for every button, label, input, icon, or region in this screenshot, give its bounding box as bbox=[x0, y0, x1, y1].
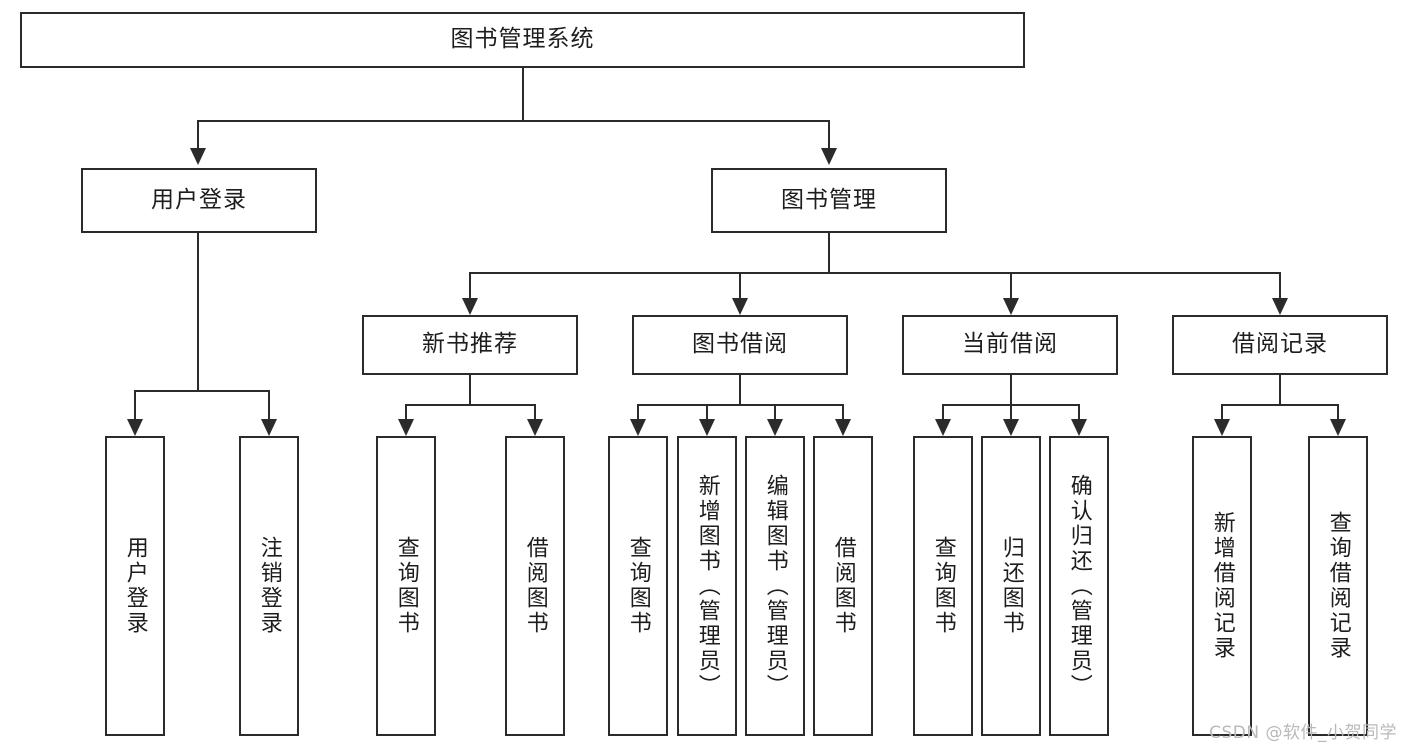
arrowhead-to-leaf-edit-book bbox=[767, 419, 783, 436]
arrowhead-to-leaf-query-book-2 bbox=[630, 419, 646, 436]
node-label: 用户登录 bbox=[151, 186, 247, 213]
connector-current-borrow-drop-2 bbox=[1010, 404, 1012, 419]
leaf-query-book-current[interactable]: 查询图书 bbox=[913, 436, 973, 736]
connector-level3-drop-3 bbox=[1010, 272, 1012, 298]
arrowhead-to-book-management bbox=[821, 148, 837, 165]
connector-borrow-record-stem bbox=[1279, 375, 1281, 406]
connector-current-borrow-drop-3 bbox=[1078, 404, 1080, 419]
node-label: 借阅记录 bbox=[1232, 331, 1328, 358]
connector-book-management-stem bbox=[828, 233, 830, 274]
node-current-borrow[interactable]: 当前借阅 bbox=[902, 315, 1118, 375]
leaf-user-login[interactable]: 用户登录 bbox=[105, 436, 165, 736]
connector-level2-drop-left bbox=[197, 120, 199, 148]
arrowhead-to-borrow-record bbox=[1272, 298, 1288, 315]
leaf-query-book-recommend[interactable]: 查询图书 bbox=[376, 436, 436, 736]
leaf-label: 注销登录 bbox=[256, 536, 282, 636]
connector-level2-drop-right bbox=[828, 120, 830, 148]
arrowhead-to-leaf-user-login bbox=[127, 419, 143, 436]
connector-borrow-record-drop-1 bbox=[1221, 404, 1223, 419]
leaf-logout[interactable]: 注销登录 bbox=[239, 436, 299, 736]
leaf-label: 编辑图书（管理员） bbox=[762, 473, 788, 699]
node-book-borrow[interactable]: 图书借阅 bbox=[632, 315, 848, 375]
leaf-edit-book-admin[interactable]: 编辑图书（管理员） bbox=[745, 436, 805, 736]
node-label: 图书管理系统 bbox=[450, 26, 595, 53]
connector-level3-drop-4 bbox=[1279, 272, 1281, 298]
node-book-management[interactable]: 图书管理 bbox=[711, 168, 947, 233]
connector-new-book-drop-1 bbox=[405, 404, 407, 419]
leaf-add-book-admin[interactable]: 新增图书（管理员） bbox=[677, 436, 737, 736]
connector-level3-drop-2 bbox=[739, 272, 741, 298]
connector-borrow-record-bus bbox=[1221, 404, 1339, 406]
arrowhead-to-leaf-confirm-return bbox=[1071, 419, 1087, 436]
connector-book-borrow-drop-1 bbox=[637, 404, 639, 419]
arrowhead-to-leaf-query-book-3 bbox=[935, 419, 951, 436]
connector-root-stem bbox=[522, 68, 524, 122]
arrowhead-to-leaf-query-record bbox=[1330, 419, 1346, 436]
connector-current-borrow-stem bbox=[1010, 375, 1012, 406]
leaf-borrow-book-recommend[interactable]: 借阅图书 bbox=[505, 436, 565, 736]
arrowhead-to-leaf-add-book bbox=[699, 419, 715, 436]
connector-user-login-drop-2 bbox=[268, 390, 270, 419]
arrowhead-to-leaf-return-book bbox=[1003, 419, 1019, 436]
connector-new-book-bus bbox=[405, 404, 536, 406]
arrowhead-to-leaf-logout bbox=[261, 419, 277, 436]
node-label: 当前借阅 bbox=[962, 331, 1058, 358]
node-label: 图书借阅 bbox=[692, 331, 788, 358]
connector-level3-drop-1 bbox=[469, 272, 471, 298]
leaf-label: 用户登录 bbox=[122, 536, 148, 636]
connector-book-borrow-drop-4 bbox=[842, 404, 844, 419]
connector-current-borrow-drop-1 bbox=[942, 404, 944, 419]
arrowhead-to-leaf-borrow-book-1 bbox=[527, 419, 543, 436]
leaf-label: 借阅图书 bbox=[830, 536, 856, 636]
leaf-borrow-book-borrow[interactable]: 借阅图书 bbox=[813, 436, 873, 736]
leaf-confirm-return-admin[interactable]: 确认归还（管理员） bbox=[1049, 436, 1109, 736]
arrowhead-to-current-borrow bbox=[1003, 298, 1019, 315]
connector-level3-bus bbox=[469, 272, 1281, 274]
watermark-text: CSDN @软件_小贺同学 bbox=[1209, 723, 1397, 743]
leaf-label: 查询借阅记录 bbox=[1325, 511, 1351, 661]
node-root-book-management-system[interactable]: 图书管理系统 bbox=[20, 12, 1025, 68]
leaf-label: 确认归还（管理员） bbox=[1066, 473, 1092, 699]
leaf-label: 查询图书 bbox=[625, 536, 651, 636]
connector-book-borrow-bus bbox=[637, 404, 843, 406]
connector-level2-bus bbox=[197, 120, 830, 122]
node-user-login[interactable]: 用户登录 bbox=[81, 168, 317, 233]
connector-borrow-record-drop-2 bbox=[1337, 404, 1339, 419]
connector-user-login-stem bbox=[197, 233, 199, 392]
connector-book-borrow-stem bbox=[739, 375, 741, 406]
arrowhead-to-user-login bbox=[190, 148, 206, 165]
arrowhead-to-leaf-borrow-book-2 bbox=[835, 419, 851, 436]
node-label: 新书推荐 bbox=[422, 331, 518, 358]
node-label: 图书管理 bbox=[781, 186, 877, 213]
arrowhead-to-leaf-query-book-1 bbox=[398, 419, 414, 436]
arrowhead-to-leaf-add-record bbox=[1214, 419, 1230, 436]
leaf-label: 借阅图书 bbox=[522, 536, 548, 636]
connector-book-borrow-drop-2 bbox=[706, 404, 708, 419]
leaf-label: 新增图书（管理员） bbox=[694, 473, 720, 699]
leaf-add-borrow-record[interactable]: 新增借阅记录 bbox=[1192, 436, 1252, 736]
connector-new-book-drop-2 bbox=[534, 404, 536, 419]
leaf-return-book[interactable]: 归还图书 bbox=[981, 436, 1041, 736]
connector-user-login-drop-1 bbox=[134, 390, 136, 419]
arrowhead-to-book-borrow bbox=[732, 298, 748, 315]
leaf-label: 查询图书 bbox=[393, 536, 419, 636]
connector-new-book-stem bbox=[469, 375, 471, 406]
node-borrow-record[interactable]: 借阅记录 bbox=[1172, 315, 1388, 375]
leaf-label: 新增借阅记录 bbox=[1209, 511, 1235, 661]
leaf-query-borrow-record[interactable]: 查询借阅记录 bbox=[1308, 436, 1368, 736]
leaf-query-book-borrow[interactable]: 查询图书 bbox=[608, 436, 668, 736]
node-new-book-recommend[interactable]: 新书推荐 bbox=[362, 315, 578, 375]
connector-book-borrow-drop-3 bbox=[774, 404, 776, 419]
leaf-label: 归还图书 bbox=[998, 536, 1024, 636]
arrowhead-to-new-book-recommend bbox=[462, 298, 478, 315]
connector-user-login-bus bbox=[134, 390, 268, 392]
leaf-label: 查询图书 bbox=[930, 536, 956, 636]
